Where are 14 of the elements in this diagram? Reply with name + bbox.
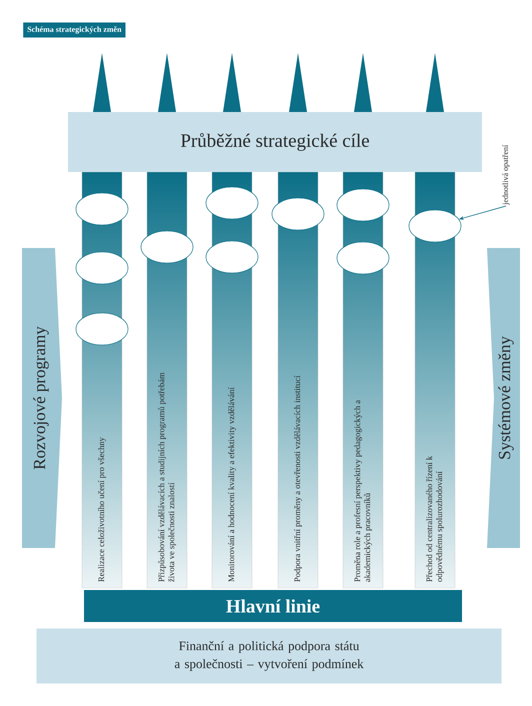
- foundation-box: Finanční a politická podpora státu a společnosti – vytvoření podmínek: [36, 628, 502, 684]
- ellipse: [76, 192, 128, 226]
- ellipse: [206, 240, 258, 274]
- ellipse: [140, 230, 194, 264]
- ellipse: [76, 312, 128, 346]
- ellipse: [336, 242, 390, 274]
- ellipse: [206, 186, 258, 220]
- column: Přechod od centralizovaného řízení k odpovědnému spolurozhodování: [414, 53, 456, 588]
- main-line-bar: Hlavní linie: [84, 590, 462, 622]
- ellipse: [76, 252, 128, 284]
- ellipse: [336, 188, 390, 222]
- goal-box: Průběžné strategické cíle: [68, 112, 482, 172]
- ellipse: [408, 210, 462, 242]
- ellipse: [272, 198, 324, 230]
